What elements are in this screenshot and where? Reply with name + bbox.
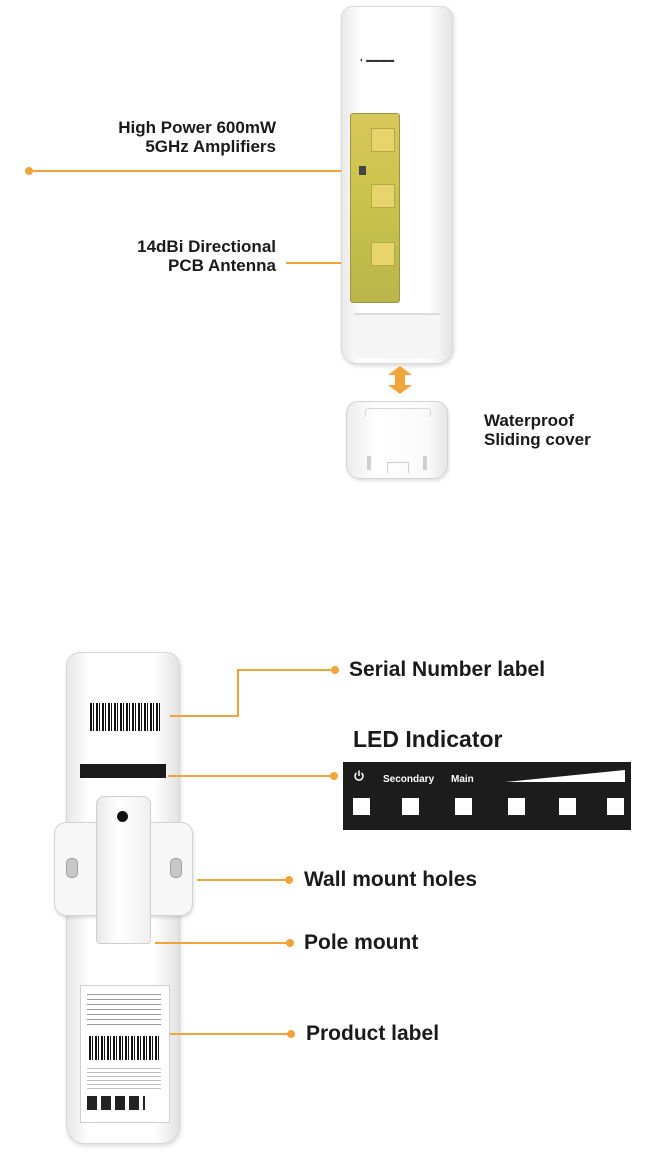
pole-mount-callout-dot [286, 939, 294, 947]
waterproof-cover [346, 401, 448, 479]
antenna-callout: 14dBi Directional PCB Antenna [70, 237, 276, 275]
wall-mount-callout: Wall mount holes [304, 868, 477, 892]
pcb-patch [371, 128, 395, 152]
serial-callout-line-v [237, 669, 239, 717]
cover-callout-line1: Waterproof [484, 411, 591, 430]
led-callout-line [168, 775, 334, 777]
wall-mount-callout-line [197, 879, 289, 881]
cover-slot [387, 462, 409, 473]
led-label-main: Main [451, 774, 474, 785]
led-secondary [402, 798, 419, 815]
power-icon [353, 770, 365, 782]
amplifier-callout-line2: 5GHz Amplifiers [40, 137, 276, 156]
led-signal-1 [508, 798, 525, 815]
cover-clip [423, 456, 427, 470]
serial-number-callout: Serial Number label [349, 658, 545, 682]
brand-logo: ◐ ▬▬▬▬ [360, 57, 394, 64]
wall-mount-hole [170, 858, 182, 878]
led-indicator-title: LED Indicator [353, 727, 503, 753]
cover-clip [367, 456, 371, 470]
cover-notch [365, 408, 431, 417]
serial-callout-dot [331, 666, 339, 674]
wall-mount-hole [66, 858, 78, 878]
product-label-callout-dot [287, 1030, 295, 1038]
product-label-text-lines [87, 994, 161, 1028]
serial-callout-line-h2 [237, 669, 335, 671]
device-led-strip [80, 764, 166, 778]
pcb-antenna-board [350, 113, 400, 303]
device-front: ◐ ▬▬▬▬ [341, 6, 453, 364]
led-callout-dot [330, 772, 338, 780]
front-cover-slot [354, 313, 440, 359]
amplifier-callout-line1: High Power 600mW [40, 118, 276, 137]
mount-screw-hole [117, 811, 128, 822]
serial-callout-line-h1 [170, 715, 239, 717]
pcb-patch [371, 184, 395, 208]
antenna-callout-line2: PCB Antenna [70, 256, 276, 275]
pole-mount-callout: Pole mount [304, 931, 418, 955]
pole-mount-callout-line [155, 942, 290, 944]
signal-strength-ramp [505, 770, 625, 782]
product-label-callout-line [170, 1033, 290, 1035]
led-indicator-panel: Secondary Main [343, 762, 631, 830]
product-barcode [89, 1036, 159, 1060]
led-signal-3 [607, 798, 624, 815]
antenna-callout-line1: 14dBi Directional [70, 237, 276, 256]
certification-marks [87, 1096, 145, 1110]
led-label-secondary: Secondary [383, 774, 434, 785]
wall-mount-callout-dot [285, 876, 293, 884]
product-label-sticker [80, 985, 170, 1123]
product-label-callout: Product label [306, 1022, 439, 1046]
cover-callout: Waterproof Sliding cover [484, 411, 591, 449]
led-signal-2 [559, 798, 576, 815]
cover-callout-line2: Sliding cover [484, 430, 591, 449]
led-main [455, 798, 472, 815]
led-power [353, 798, 370, 815]
product-label-fine-print [87, 1068, 161, 1090]
serial-barcode [90, 703, 160, 731]
amplifier-callout: High Power 600mW 5GHz Amplifiers [40, 118, 276, 156]
amplifier-callout-line [30, 170, 358, 172]
pcb-patch [371, 242, 395, 266]
pcb-chip [359, 166, 366, 175]
double-arrow-icon [388, 366, 412, 394]
